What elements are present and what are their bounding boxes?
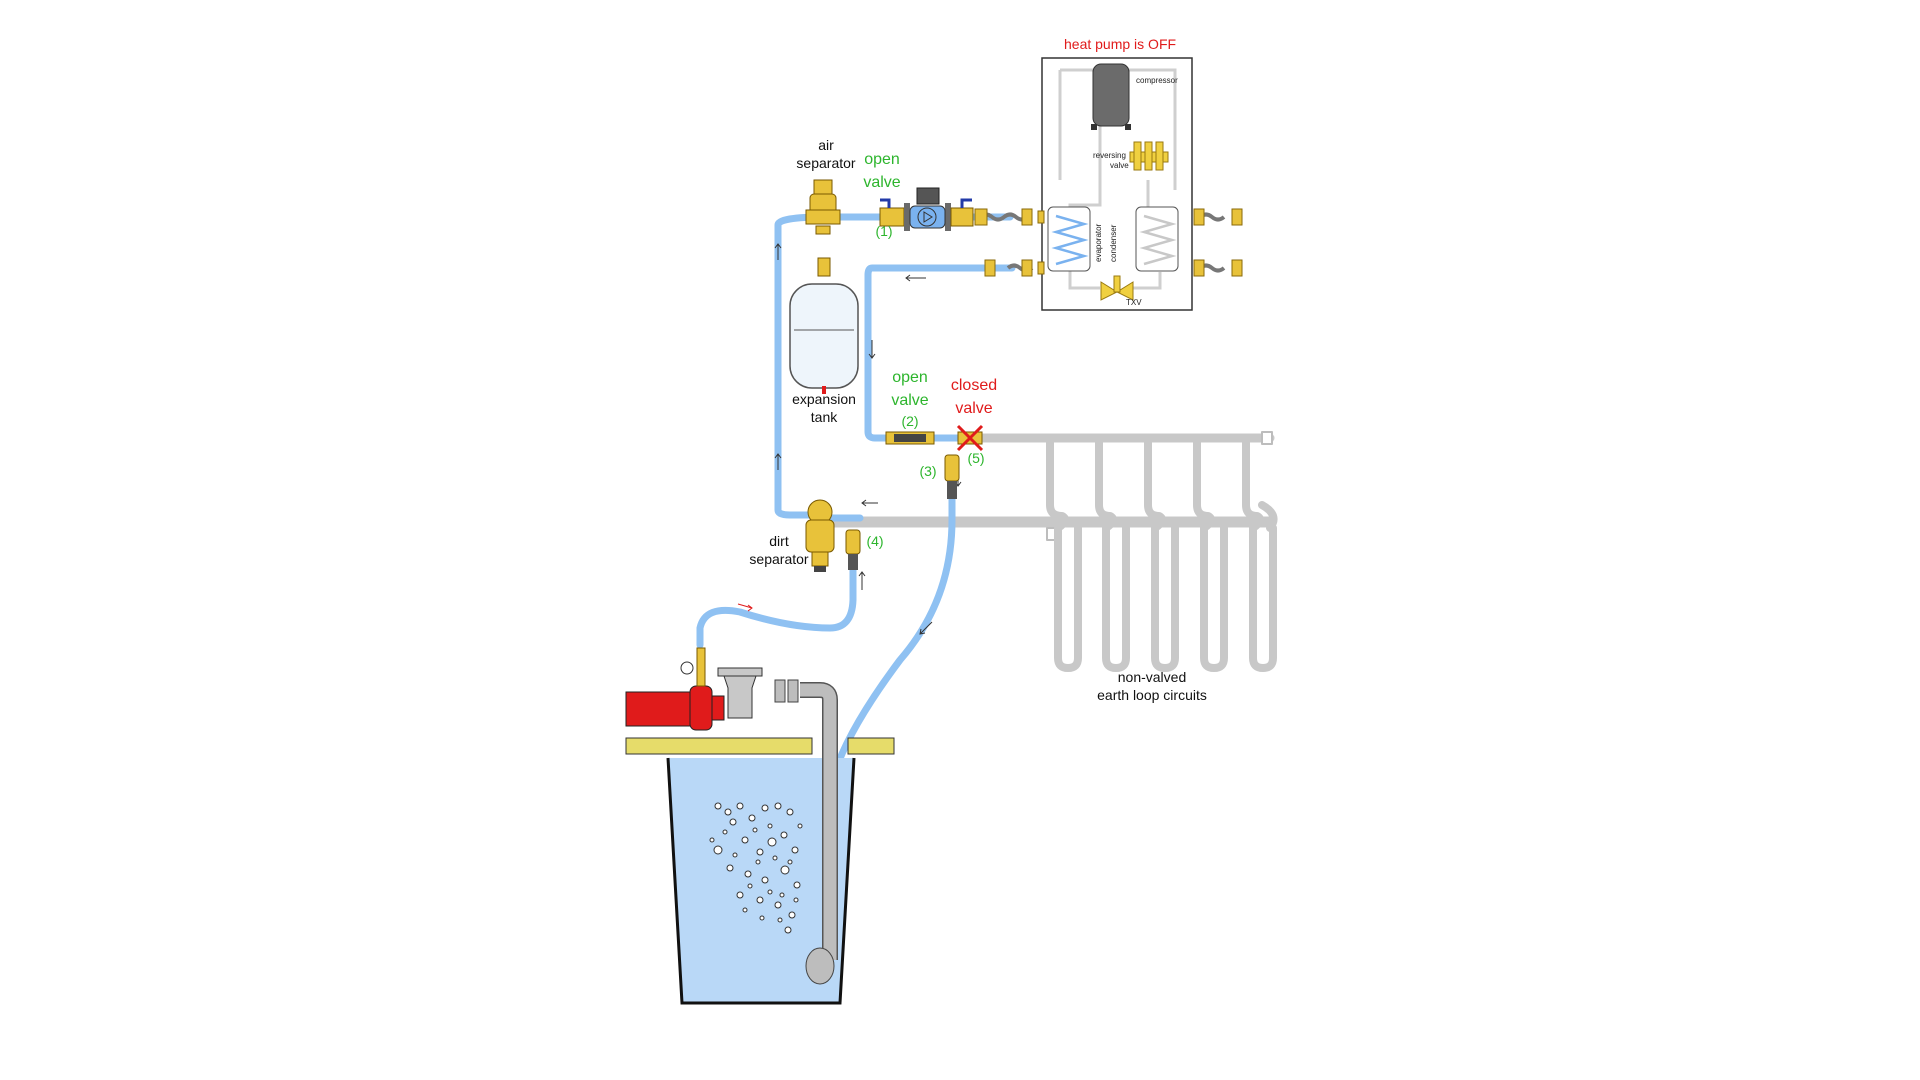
ball-valve-3-icon [944,454,960,499]
open-valve-mid-label-1: open [892,369,928,386]
open-valve-mid-label-2: valve [891,392,928,409]
expansion-tank-icon [789,283,859,394]
earth-loop-label-1: non-valved [1118,669,1187,685]
reversing-valve-icon [1129,141,1169,171]
earth-loop-label-2: earth loop circuits [1097,687,1207,703]
purge-pump-icon [625,647,838,985]
txv-label: TXV [1126,298,1142,307]
reversing-valve-label-1: reversing [1093,151,1126,160]
compressor-label: compressor [1136,76,1178,85]
air-separator-label-1: air [818,137,834,153]
brass-fittings [974,208,1243,277]
evaporator-coil [1047,206,1091,272]
valve-1-number: (1) [875,223,892,239]
reversing-valve-label-2: valve [1110,161,1129,170]
bubbles [709,802,803,934]
ball-valve-2-icon [885,431,935,445]
evaporator-label: evaporator [1094,223,1103,262]
tank-fitting [817,257,831,277]
condenser-label: condenser [1109,224,1118,262]
closed-valve-label-1: closed [951,377,997,394]
dirt-separator-icon [805,499,835,572]
expansion-tank-label-1: expansion [792,391,856,407]
valve-3-number: (3) [919,463,936,479]
txv-icon [1100,275,1134,301]
expansion-tank-label-2: tank [811,409,838,425]
bucket-icon [625,737,895,1005]
open-valve-top-label-2: valve [863,174,900,191]
heat-pump: compressor reversing valve evaporator co… [1041,57,1193,311]
ball-valve-4-icon [845,529,861,570]
closed-valve-x-icon [956,424,984,452]
air-separator-label-2: separator [796,155,855,171]
circulator-pump-icon [904,187,974,231]
compressor-icon [1091,63,1131,130]
condenser-coil [1135,206,1179,272]
valve-4-number: (4) [866,533,883,549]
dirt-separator-label-1: dirt [769,533,789,549]
closed-valve-label-2: valve [955,400,992,417]
open-valve-top-label-1: open [864,151,900,168]
valve-2-number: (2) [901,413,918,429]
dirt-separator-label-2: separator [749,551,808,567]
valve-5-number: (5) [967,450,984,466]
ball-valve-1-icon [879,198,905,227]
heat-pump-status: heat pump is OFF [1064,36,1176,52]
earth-loop-circuits [829,431,1278,672]
air-separator-icon [805,179,841,235]
